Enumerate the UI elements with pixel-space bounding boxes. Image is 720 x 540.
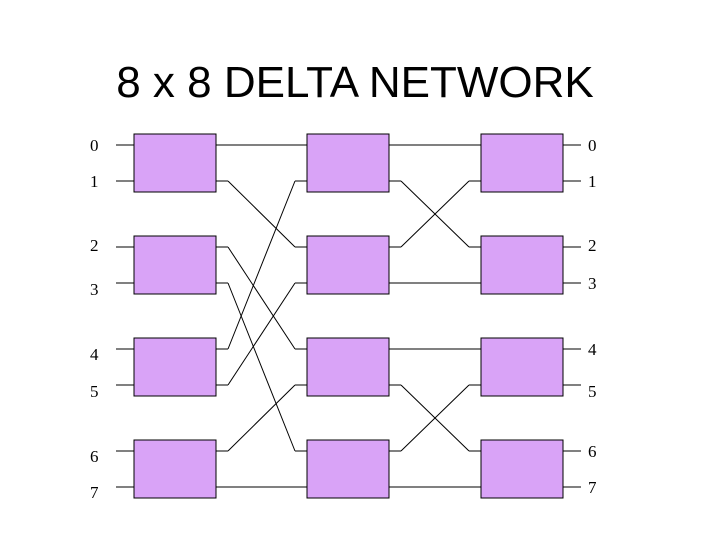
switch-stage3-row2 bbox=[480, 235, 564, 295]
link-s1-s2-2 bbox=[227, 246, 296, 350]
input-label-5: 5 bbox=[90, 382, 99, 401]
input-label-7: 7 bbox=[90, 483, 99, 502]
output-label-0: 0 bbox=[588, 136, 597, 155]
switch-stage3-row3 bbox=[480, 337, 564, 397]
input-port-labels: 0 1 2 3 4 5 6 7 bbox=[90, 136, 99, 502]
switch-stage3-row4 bbox=[480, 439, 564, 499]
input-label-6: 6 bbox=[90, 447, 99, 466]
output-label-2: 2 bbox=[588, 236, 597, 255]
switch-stage2-row3 bbox=[306, 337, 390, 397]
output-label-3: 3 bbox=[588, 274, 597, 293]
switch-stage1-row1 bbox=[133, 133, 217, 193]
link-s1-s2-1 bbox=[227, 180, 296, 248]
switch-stage3-row1 bbox=[480, 133, 564, 193]
link-s1-s2-6 bbox=[227, 384, 296, 452]
switch-stage1-row4 bbox=[133, 439, 217, 499]
switch-stage2-row2 bbox=[306, 235, 390, 295]
switch-stages bbox=[133, 133, 564, 499]
interconnect-wires bbox=[116, 144, 581, 488]
switch-stage1-row3 bbox=[133, 337, 217, 397]
page-title: 8 x 8 DELTA NETWORK bbox=[116, 58, 594, 107]
input-label-3: 3 bbox=[90, 280, 99, 299]
link-s1-s2-5 bbox=[227, 282, 296, 386]
output-label-4: 4 bbox=[588, 340, 597, 359]
link-s2-s3-2 bbox=[400, 180, 470, 248]
switch-stage2-row1 bbox=[306, 133, 390, 193]
link-s1-s2-4 bbox=[227, 180, 296, 350]
input-label-0: 0 bbox=[90, 136, 99, 155]
link-s2-s3-6 bbox=[400, 384, 470, 452]
output-label-7: 7 bbox=[588, 478, 597, 497]
link-s1-s2-3 bbox=[227, 282, 296, 452]
input-label-1: 1 bbox=[90, 172, 99, 191]
switch-stage2-row4 bbox=[306, 439, 390, 499]
output-label-6: 6 bbox=[588, 442, 597, 461]
output-label-5: 5 bbox=[588, 382, 597, 401]
input-label-2: 2 bbox=[90, 236, 99, 255]
output-port-labels: 0 1 2 3 4 5 6 7 bbox=[588, 136, 597, 497]
switch-stage1-row2 bbox=[133, 235, 217, 295]
input-label-4: 4 bbox=[90, 345, 99, 364]
output-label-1: 1 bbox=[588, 172, 597, 191]
